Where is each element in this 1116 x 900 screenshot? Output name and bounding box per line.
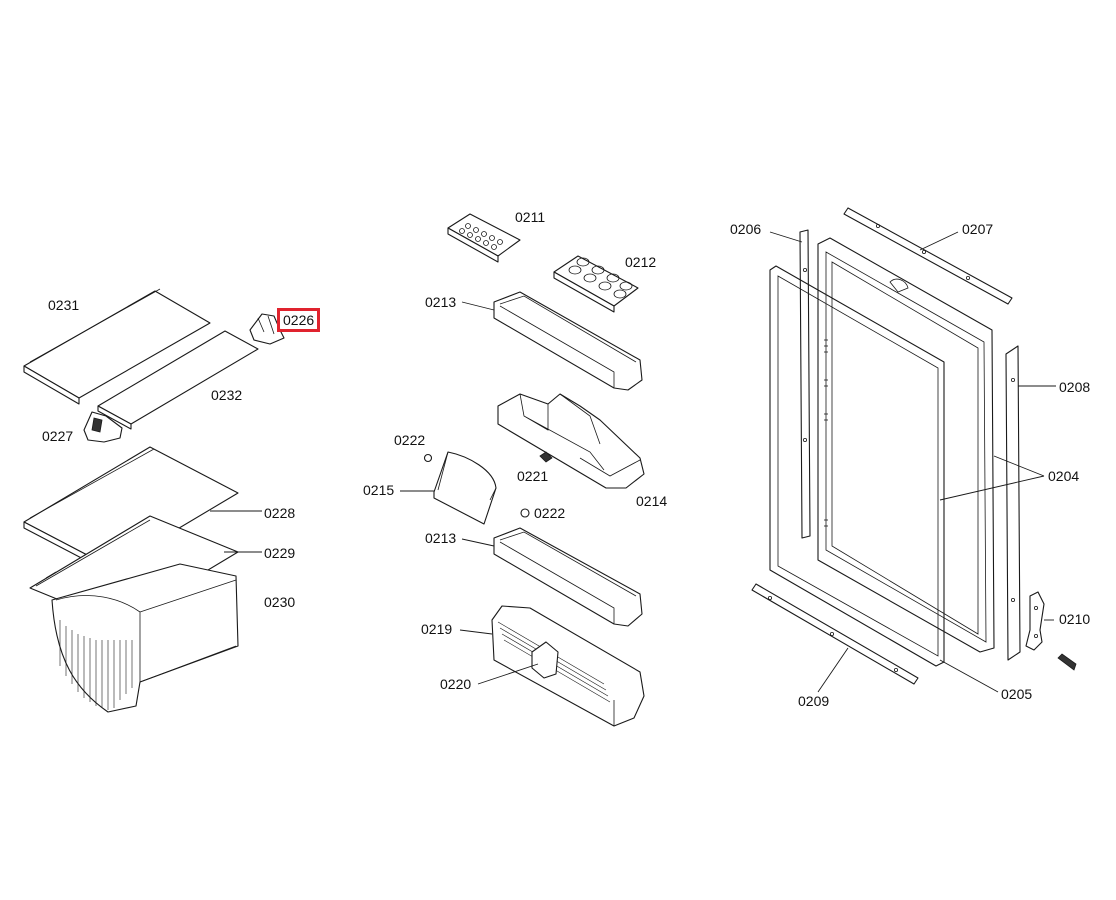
label-0211: 0211 — [515, 209, 546, 225]
leader-0205 — [939, 659, 999, 693]
shelf-0231 — [23, 288, 211, 405]
trim-top-0207 — [843, 207, 1013, 305]
label-0229: 0229 — [264, 545, 296, 561]
label-0228: 0228 — [264, 505, 296, 521]
pin-0222-upper — [423, 453, 433, 463]
leader-0219 — [459, 629, 493, 635]
leader-0209 — [817, 647, 849, 693]
label-0208: 0208 — [1059, 379, 1091, 395]
leader-0220 — [477, 663, 539, 685]
trim-right-0208 — [1005, 345, 1021, 661]
label-0222-lower: 0222 — [534, 505, 566, 521]
door-balcony-0213-lower — [493, 527, 643, 627]
label-0232: 0232 — [211, 387, 243, 403]
trim-bottom-0209 — [751, 583, 919, 685]
egg-tray-0212 — [553, 255, 639, 313]
label-0227: 0227 — [42, 428, 74, 444]
screw-0210 — [1057, 653, 1077, 671]
label-0213-upper: 0213 — [425, 294, 457, 310]
label-0220: 0220 — [440, 676, 472, 692]
pin-0222-lower — [520, 508, 530, 518]
label-0213-lower: 0213 — [425, 530, 457, 546]
label-0204: 0204 — [1048, 468, 1080, 484]
label-0226-highlighted[interactable]: 0226 — [277, 308, 321, 332]
label-0222-upper: 0222 — [394, 432, 426, 448]
label-0207: 0207 — [962, 221, 994, 237]
leader-0206 — [769, 231, 803, 243]
label-0221: 0221 — [517, 468, 549, 484]
leader-0207 — [919, 231, 959, 251]
crisper-drawer-0230 — [51, 563, 239, 713]
label-0210: 0210 — [1059, 611, 1091, 627]
door-balcony-0213-upper — [493, 291, 643, 391]
label-0212: 0212 — [625, 254, 657, 270]
label-0219: 0219 — [421, 621, 453, 637]
door-panel-0204 — [817, 237, 995, 653]
door-shelf-0214 — [497, 393, 645, 489]
bottle-divider-0220 — [531, 641, 559, 679]
clip-0221 — [539, 451, 553, 463]
trim-left-0206 — [799, 229, 811, 539]
label-0206: 0206 — [730, 221, 762, 237]
label-0231: 0231 — [48, 297, 80, 313]
shelf-strip-0232 — [97, 330, 259, 430]
leader-0213-upper — [461, 301, 495, 311]
label-0230: 0230 — [264, 594, 296, 610]
leader-0204-b — [939, 475, 1045, 501]
label-0209: 0209 — [798, 693, 830, 709]
leader-0213-lower — [461, 538, 495, 547]
bracket-0227 — [83, 411, 123, 443]
butter-flap-0215 — [433, 451, 497, 525]
bracket-0226 — [249, 313, 285, 345]
leader-0204-a — [993, 455, 1045, 477]
label-0215: 0215 — [363, 482, 395, 498]
label-0214: 0214 — [636, 493, 668, 509]
label-0205: 0205 — [1001, 686, 1033, 702]
ice-tray-0211 — [447, 213, 521, 263]
hinge-0210 — [1025, 591, 1045, 651]
